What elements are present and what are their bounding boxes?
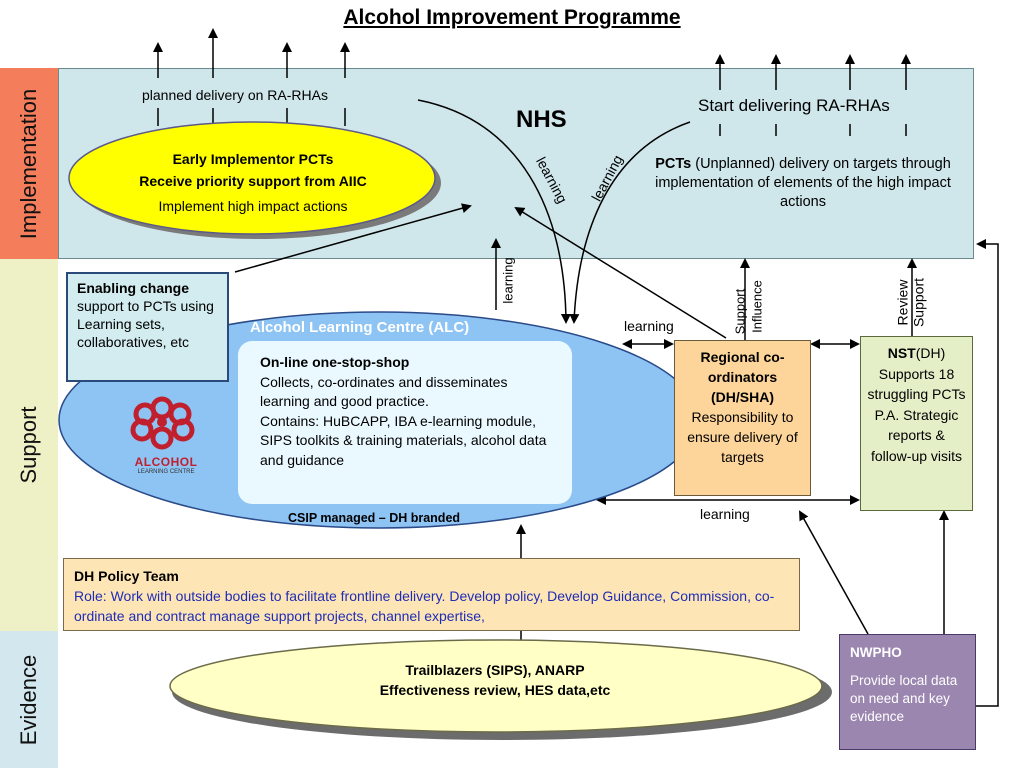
right-return-arrow bbox=[976, 239, 999, 707]
nwpho-box: NWPHO Provide local data on need and key… bbox=[839, 634, 976, 750]
one-stop-shop-box: On-line one-stop-shop Collects, co-ordin… bbox=[238, 341, 572, 504]
nst-box: NST(DH) Supports 18 struggling PCTs P.A.… bbox=[860, 336, 973, 511]
regional-coordinators-box: Regional co-ordinators (DH/SHA) Responsi… bbox=[674, 340, 811, 496]
nhs-label: NHS bbox=[516, 106, 567, 133]
pcts-text: PCTs (Unplanned) delivery on targets thr… bbox=[640, 155, 966, 212]
start-delivering-label: Start delivering RA-RHAs bbox=[698, 96, 890, 115]
enabling-arrow bbox=[234, 203, 472, 273]
early-implementor-text: Early Implementor PCTs Receive priority … bbox=[88, 148, 418, 220]
evidence-ellipse-text: Trailblazers (SIPS), ANARP Effectiveness… bbox=[250, 660, 740, 700]
regional-diag-arrow bbox=[514, 206, 727, 339]
nwpho-title: NWPHO bbox=[850, 645, 902, 660]
early-line1: Early Implementor PCTs bbox=[172, 151, 334, 167]
enabling-text: support to PCTs using Learning sets, col… bbox=[77, 298, 214, 350]
alcohol-logo-center bbox=[157, 417, 167, 427]
planned-delivery-label: planned delivery on RA-RHAs bbox=[142, 87, 328, 103]
regional-text: Responsibility to ensure delivery of tar… bbox=[687, 409, 798, 465]
learning-label-bottom: learning bbox=[700, 506, 750, 522]
nwpho-regional-arrow bbox=[799, 510, 869, 635]
policy-title: DH Policy Team bbox=[74, 568, 179, 584]
evidence-ellipse bbox=[169, 639, 823, 733]
enabling-change-box: Enabling change support to PCTs using Le… bbox=[66, 272, 229, 382]
nwpho-text: Provide local data on need and key evide… bbox=[850, 673, 958, 724]
policy-text: Role: Work with outside bodies to facili… bbox=[74, 588, 775, 624]
nst-bold: NST bbox=[887, 345, 916, 361]
shop-contains: Contains: HuBCAPP, IBA e-learning module… bbox=[260, 412, 547, 468]
learning-label-vertical: learning bbox=[500, 257, 516, 304]
support2-label: Support bbox=[910, 277, 927, 328]
influence-label: Influence bbox=[749, 280, 765, 333]
pcts-bold: PCTs bbox=[655, 156, 692, 172]
evidence-line1: Trailblazers (SIPS), ANARP bbox=[405, 662, 585, 678]
review-label: Review bbox=[894, 279, 911, 326]
alc-title: Alcohol Learning Centre (ALC) bbox=[250, 319, 470, 336]
shop-text: Collects, co-ordinates and disseminates … bbox=[260, 373, 508, 410]
regional-bold: Regional co-ordinators (DH/SHA) bbox=[700, 349, 785, 405]
learning-curve-left bbox=[417, 99, 571, 324]
enabling-bold: Enabling change bbox=[77, 280, 190, 296]
alcohol-learning-centre-logo: ALCOHOL LEARNING CENTRE bbox=[124, 400, 208, 480]
learning-label-alc-regional: learning bbox=[624, 318, 674, 334]
nst-suffix: (DH) bbox=[915, 345, 946, 361]
nst-text: Supports 18 struggling PCTs P.A. Strateg… bbox=[867, 365, 966, 464]
early-line2: Receive priority support from AIIC bbox=[139, 173, 367, 189]
early-line3: Implement high impact actions bbox=[158, 198, 348, 214]
evidence-line2: Effectiveness review, HES data,etc bbox=[379, 682, 611, 698]
logo-text: ALCOHOL bbox=[134, 455, 198, 469]
shop-title: On-line one-stop-shop bbox=[260, 354, 410, 370]
support-band: Support bbox=[0, 259, 58, 631]
alc-footer: CSIP managed – DH branded bbox=[288, 511, 461, 525]
page-title: Alcohol Improvement Programme bbox=[343, 6, 681, 29]
early-ellipse bbox=[68, 121, 436, 235]
pcts-desc: (Unplanned) delivery on targets through … bbox=[655, 156, 951, 210]
dh-policy-team-box: DH Policy Team Role: Work with outside b… bbox=[63, 558, 800, 631]
logo-subtext: LEARNING CENTRE bbox=[137, 469, 195, 475]
implementation-band: Implementation bbox=[0, 68, 58, 259]
support-label: Support bbox=[732, 288, 748, 335]
evidence-band: Evidence bbox=[0, 631, 58, 768]
learning-curve-right bbox=[569, 121, 691, 324]
